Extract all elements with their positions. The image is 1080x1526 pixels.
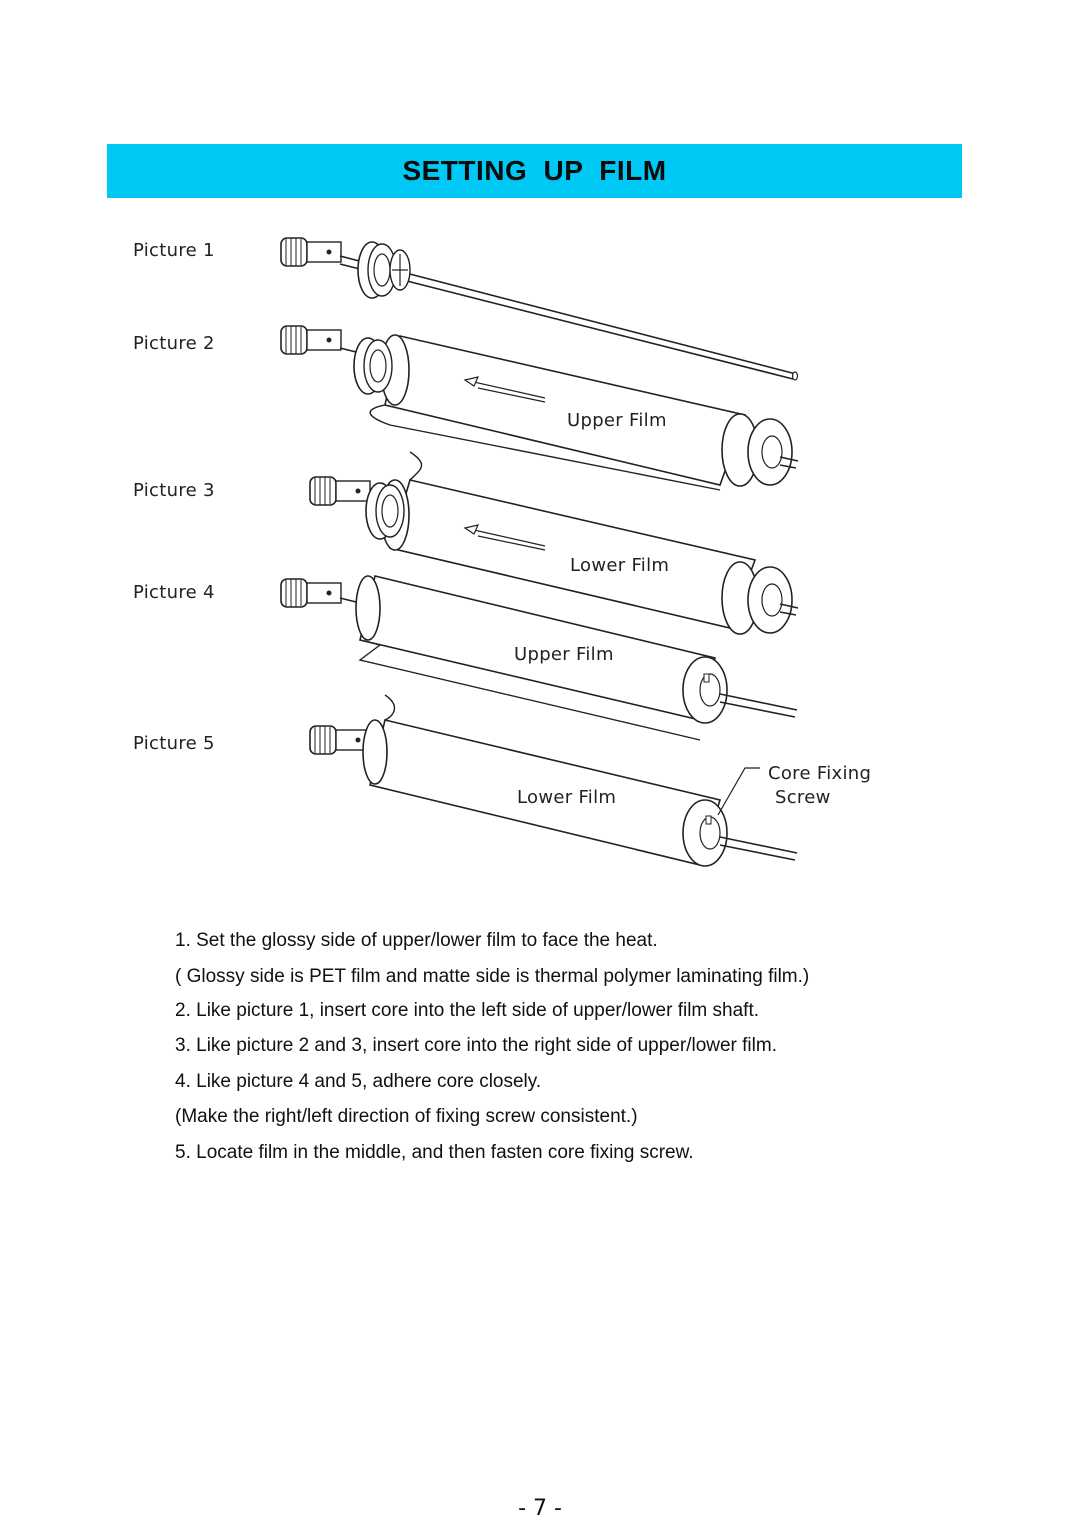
upper-film-label-2: Upper Film (567, 410, 667, 431)
film-setup-illustration (280, 237, 799, 867)
picture-2-roll (280, 325, 799, 491)
picture-1-label: Picture 1 (133, 240, 215, 261)
instruction-2: 2. Like picture 1, insert core into the … (175, 1000, 760, 1021)
page-number: - 7 - (518, 1496, 562, 1521)
instruction-1-note: ( Glossy side is PET film and matte side… (175, 966, 810, 987)
instruction-1: 1. Set the glossy side of upper/lower fi… (175, 930, 658, 951)
page-title: SETTING UP FILM (402, 155, 667, 186)
picture-5-label: Picture 5 (133, 733, 215, 754)
screw-label: Screw (775, 787, 831, 808)
picture-2-label: Picture 2 (133, 333, 215, 354)
picture-3-label: Picture 3 (133, 480, 215, 501)
instruction-4: 4. Like picture 4 and 5, adhere core clo… (175, 1071, 542, 1092)
picture-3-roll (309, 451, 799, 635)
picture-4-roll (280, 575, 798, 741)
lower-film-label-5: Lower Film (517, 787, 617, 808)
instruction-3: 3. Like picture 2 and 3, insert core int… (175, 1035, 777, 1056)
picture-5-roll (309, 694, 798, 867)
instruction-5: 5. Locate film in the middle, and then f… (175, 1142, 694, 1163)
title-banner: SETTING UP FILM (107, 144, 962, 198)
upper-film-label-4: Upper Film (514, 644, 614, 665)
instruction-4-note: (Make the right/left direction of fixing… (175, 1106, 638, 1127)
lower-film-label-3: Lower Film (570, 555, 670, 576)
picture-4-label: Picture 4 (133, 582, 215, 603)
core-fixing-label: Core Fixing (768, 763, 872, 784)
picture-1-shaft (280, 237, 799, 381)
